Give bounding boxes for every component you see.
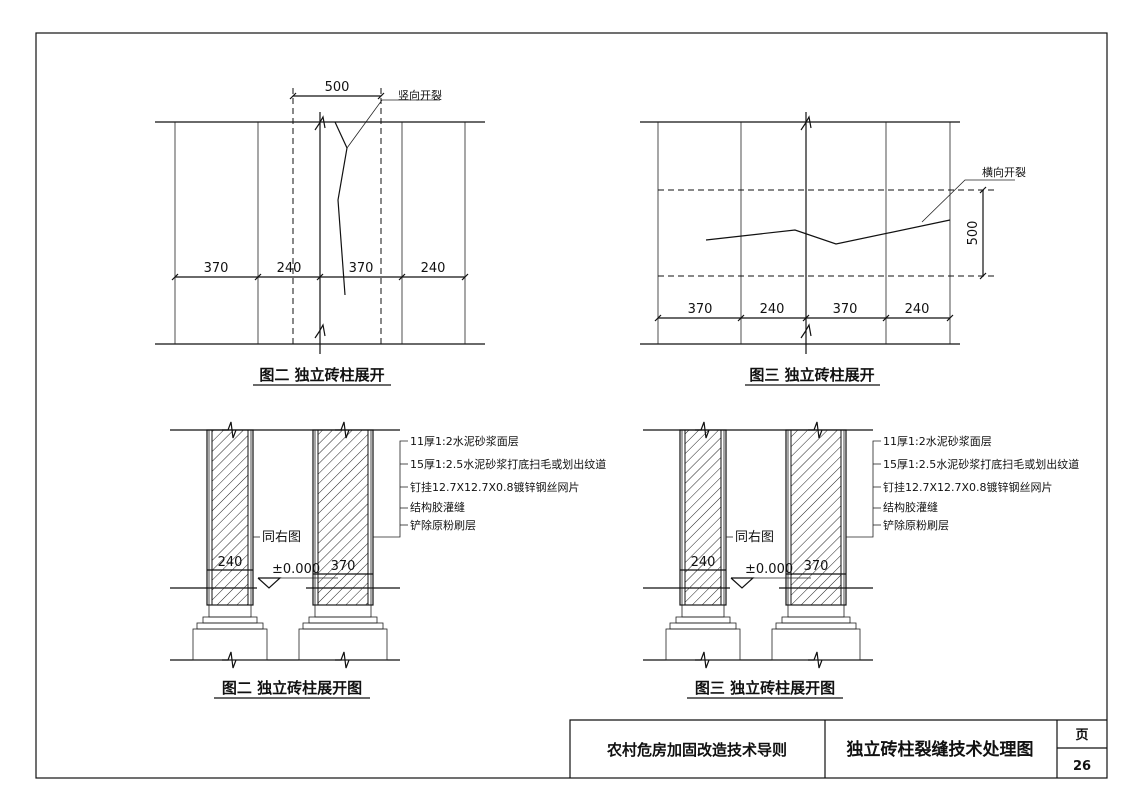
- dimension-tick: [979, 272, 987, 280]
- page-label: 页: [1075, 728, 1088, 743]
- column-base: [775, 622, 857, 630]
- dimension-label: 240: [421, 261, 446, 276]
- note-label: 铲除原粉刷层: [410, 518, 476, 532]
- side-dimension-label: 500: [966, 221, 981, 246]
- note-label: 11厚1:2水泥砂浆面层: [883, 434, 992, 448]
- note-label: 钉挂12.7X12.7X0.8镀锌钢丝网片: [883, 480, 1053, 494]
- column-width-label: 240: [218, 555, 243, 570]
- dimension-tick: [979, 186, 987, 194]
- note-label: 结构胶灌缝: [883, 500, 938, 514]
- top-dimension-label: 500: [325, 80, 350, 95]
- figure-caption: 图三 独立砖柱展开图: [695, 679, 835, 697]
- column-width-label: 240: [691, 555, 716, 570]
- break-symbol: [800, 115, 812, 131]
- dimension-label: 370: [833, 302, 858, 317]
- column-base: [669, 622, 737, 630]
- dimension-label: 240: [760, 302, 785, 317]
- dimension-tick: [882, 314, 890, 322]
- project-title: 农村危房加固改造技术导则: [606, 741, 787, 759]
- break-symbol: [808, 421, 823, 439]
- crack-label: 竖向开裂: [398, 88, 442, 102]
- dimension-tick: [737, 314, 745, 322]
- footing: [665, 628, 741, 661]
- figure-column-section-detail: 11厚1:2水泥砂浆面层 15厚1:2.5水泥砂浆打底扫毛或划出纹道 钉挂12.…: [170, 421, 606, 699]
- elevation-label: ±0.000: [272, 562, 320, 577]
- column-width-label: 370: [331, 559, 356, 574]
- dimension-label: 370: [204, 261, 229, 276]
- dimension-tick: [289, 92, 297, 100]
- same-as-right-label: 同右图: [262, 530, 301, 545]
- dimension-label: 370: [349, 261, 374, 276]
- footing: [192, 628, 268, 661]
- footing: [298, 628, 388, 661]
- figure-caption: 图二 独立砖柱展开图: [222, 679, 362, 697]
- elevation-marker: [257, 577, 282, 589]
- break-symbol: [695, 421, 710, 439]
- note-label: 结构胶灌缝: [410, 500, 465, 514]
- break-symbol: [314, 323, 326, 339]
- column-base: [308, 616, 378, 624]
- dimension-label: 370: [688, 302, 713, 317]
- dimension-tick: [946, 314, 954, 322]
- column-base: [202, 616, 258, 624]
- crack-line: [334, 121, 348, 296]
- brick-hatch: [211, 429, 249, 606]
- column-width-label: 370: [804, 559, 829, 574]
- dimension-tick: [377, 92, 385, 100]
- column-base: [208, 604, 252, 618]
- break-symbol: [222, 651, 237, 669]
- column-base: [681, 604, 725, 618]
- crack-leader: [921, 179, 1015, 223]
- column-base: [781, 616, 851, 624]
- break-symbol: [808, 651, 823, 669]
- column-base: [675, 616, 731, 624]
- column-base: [196, 622, 264, 630]
- figure-column-section-detail: 11厚1:2水泥砂浆面层 15厚1:2.5水泥砂浆打底扫毛或划出纹道 钉挂12.…: [643, 421, 1079, 699]
- dimension-tick: [171, 273, 179, 281]
- drawing-title: 独立砖柱裂缝技术处理图: [847, 739, 1034, 760]
- column-base: [302, 622, 384, 630]
- brick-hatch: [790, 429, 842, 606]
- column-base: [314, 604, 372, 618]
- dimension-tick: [654, 314, 662, 322]
- page-number: 26: [1073, 759, 1091, 774]
- crack-line: [705, 219, 951, 245]
- figure-vertical-crack-elevation: 500 竖向开裂 370 240 370 240 图二 独立砖柱展开: [155, 80, 485, 386]
- column-base: [787, 604, 845, 618]
- crack-leader: [346, 99, 440, 149]
- break-symbol: [800, 323, 812, 339]
- note-label: 钉挂12.7X12.7X0.8镀锌钢丝网片: [410, 480, 580, 494]
- brick-hatch: [317, 429, 369, 606]
- dimension-label: 240: [277, 261, 302, 276]
- figure-horizontal-crack-elevation: 横向开裂 500 370 240 370 240 图三 独立砖柱展开: [640, 112, 1026, 386]
- dimension-tick: [461, 273, 469, 281]
- break-symbol: [314, 115, 326, 131]
- dimension-label: 240: [905, 302, 930, 317]
- elevation-marker: [730, 577, 755, 589]
- break-symbol: [222, 421, 237, 439]
- footing: [771, 628, 861, 661]
- dimension-tick: [398, 273, 406, 281]
- note-label: 铲除原粉刷层: [883, 518, 949, 532]
- figure-caption: 图二 独立砖柱展开: [259, 366, 384, 384]
- dimension-tick: [316, 273, 324, 281]
- sheet-border: [35, 32, 1108, 779]
- break-symbol: [335, 421, 350, 439]
- break-symbol: [335, 651, 350, 669]
- elevation-label: ±0.000: [745, 562, 793, 577]
- brick-hatch: [684, 429, 722, 606]
- note-leader: [373, 440, 408, 538]
- break-symbol: [695, 651, 710, 669]
- figure-caption: 图三 独立砖柱展开: [749, 366, 874, 384]
- note-label: 11厚1:2水泥砂浆面层: [410, 434, 519, 448]
- dimension-tick: [802, 314, 810, 322]
- same-as-right-label: 同右图: [735, 530, 774, 545]
- dimension-tick: [254, 273, 262, 281]
- title-block: 农村危房加固改造技术导则 独立砖柱裂缝技术处理图 页 26: [569, 719, 1107, 778]
- note-label: 15厚1:2.5水泥砂浆打底扫毛或划出纹道: [410, 457, 606, 471]
- crack-label: 横向开裂: [982, 165, 1026, 179]
- note-label: 15厚1:2.5水泥砂浆打底扫毛或划出纹道: [883, 457, 1079, 471]
- note-leader: [846, 440, 881, 538]
